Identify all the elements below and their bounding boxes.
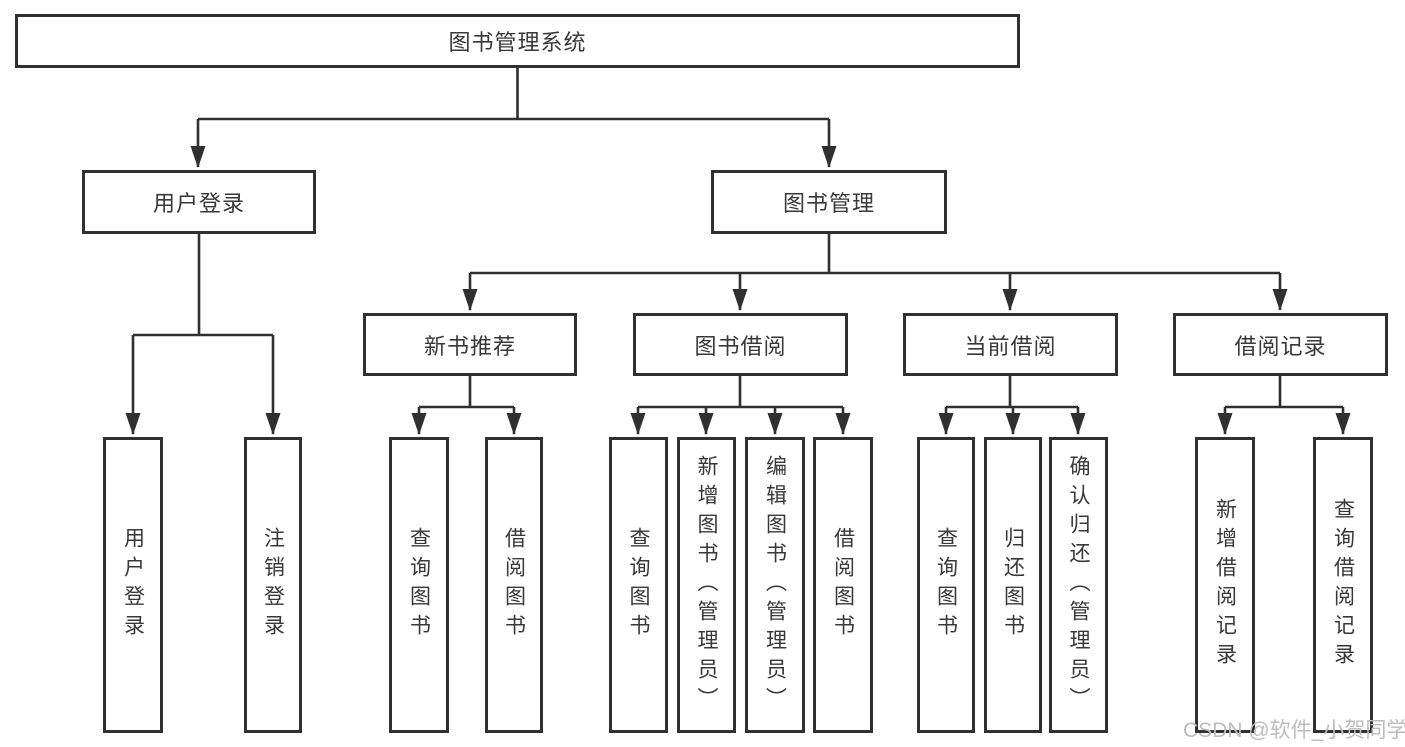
leaf-borrow-books-borrowing: 借阅图书 (813, 437, 873, 733)
node-book-borrowing: 图书借阅 (633, 313, 848, 376)
leaf-confirm-return-admin: 确认归还（管理员） (1049, 437, 1108, 733)
leaf-user-login: 用户登录 (103, 437, 163, 733)
node-new-book-recommendation: 新书推荐 (363, 313, 577, 376)
node-book-management: 图书管理 (711, 170, 947, 234)
leaf-query-books-borrowing: 查询图书 (609, 437, 668, 733)
leaf-return-books: 归还图书 (984, 437, 1042, 733)
leaf-query-books-recommend: 查询图书 (389, 437, 449, 733)
leaf-borrow-books-recommend: 借阅图书 (485, 437, 543, 733)
leaf-edit-book-admin: 编辑图书（管理员） (745, 437, 805, 733)
node-current-borrowing: 当前借阅 (903, 313, 1118, 376)
node-user-login: 用户登录 (82, 170, 316, 234)
leaf-add-borrow-record: 新增借阅记录 (1195, 437, 1255, 733)
node-borrowing-records: 借阅记录 (1173, 313, 1388, 376)
watermark: CSDN @软件_小贺同学 (1183, 719, 1405, 742)
node-root: 图书管理系统 (15, 14, 1020, 68)
leaf-query-books-current: 查询图书 (917, 437, 975, 733)
leaf-query-borrow-record: 查询借阅记录 (1313, 437, 1373, 733)
leaf-logout: 注销登录 (244, 437, 302, 733)
leaf-add-book-admin: 新增图书（管理员） (677, 437, 736, 733)
